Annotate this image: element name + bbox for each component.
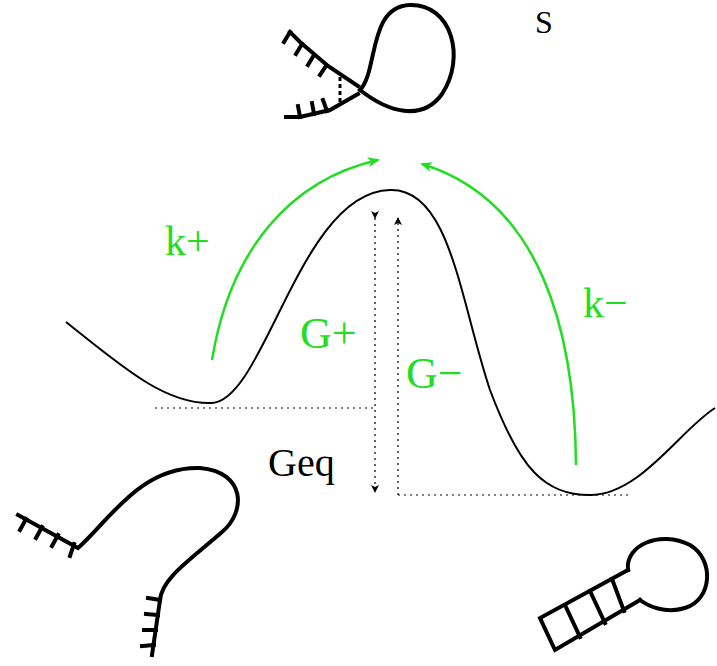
energy-label: G− <box>404 352 465 396</box>
rate-label: k− <box>581 282 630 324</box>
rate-label: k+ <box>163 220 212 262</box>
energy-label: Geq <box>266 443 337 483</box>
state-label: S <box>533 6 555 38</box>
energy-label: G+ <box>298 312 359 356</box>
